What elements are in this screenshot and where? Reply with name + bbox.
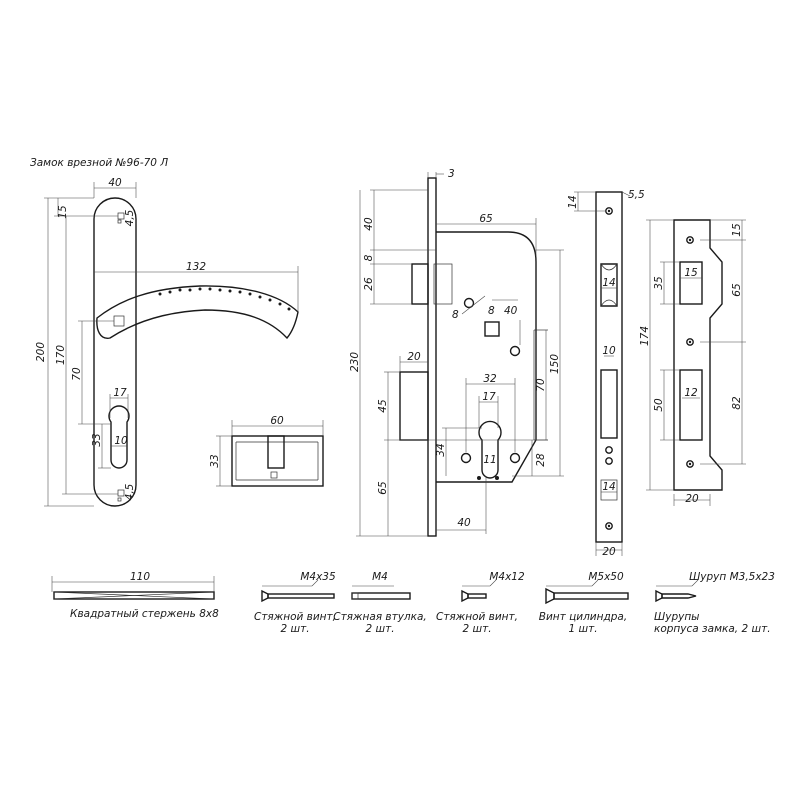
svg-text:14: 14 (567, 195, 579, 208)
svg-text:60: 60 (270, 415, 284, 427)
handle-backplate (93, 197, 137, 507)
svg-text:14: 14 (602, 481, 615, 493)
svg-text:65: 65 (479, 213, 493, 225)
svg-text:M4x12: M4x12 (489, 571, 525, 583)
svg-text:65: 65 (377, 481, 389, 495)
screw-m4x35: M4x35 Стяжной винт, 2 шт. (254, 571, 336, 635)
latch-bolt (411, 263, 429, 305)
square-spindle: 110 Квадратный стержень 8х8 (51, 571, 219, 620)
svg-text:45: 45 (377, 399, 389, 413)
svg-text:8: 8 (363, 254, 375, 261)
lever-decoration (158, 287, 291, 311)
svg-text:15: 15 (684, 267, 698, 279)
svg-text:2 шт.: 2 шт. (280, 623, 309, 635)
svg-text:35: 35 (653, 276, 665, 290)
svg-text:40: 40 (363, 217, 375, 231)
svg-text:Стяжная втулка,: Стяжная втулка, (333, 611, 427, 623)
svg-text:Стяжной винт,: Стяжной винт, (254, 611, 336, 623)
svg-text:Шурупы: Шурупы (654, 611, 699, 623)
svg-text:20: 20 (685, 493, 699, 505)
handle-keyhole (108, 405, 130, 469)
svg-text:Квадратный стержень 8х8: Квадратный стержень 8х8 (70, 608, 219, 620)
svg-text:M4: M4 (372, 571, 388, 583)
svg-text:15: 15 (57, 205, 69, 219)
svg-text:2 шт.: 2 шт. (365, 623, 394, 635)
svg-text:14: 14 (602, 277, 615, 289)
svg-text:4,5: 4,5 (124, 209, 136, 226)
svg-text:M4x35: M4x35 (300, 571, 336, 583)
svg-text:82: 82 (731, 396, 743, 410)
svg-text:10: 10 (602, 345, 616, 357)
svg-text:10: 10 (114, 435, 128, 447)
drawing-title: Замок врезной №96-70 Л (30, 157, 168, 169)
svg-text:17: 17 (482, 391, 496, 403)
svg-text:26: 26 (363, 277, 375, 291)
svg-text:28: 28 (535, 453, 547, 467)
svg-text:150: 150 (549, 354, 561, 374)
svg-text:Шуруп М3,5х23: Шуруп М3,5х23 (689, 571, 775, 583)
svg-text:40: 40 (457, 517, 471, 529)
svg-text:4,5: 4,5 (124, 483, 136, 500)
svg-text:50: 50 (653, 398, 665, 412)
lock-faceplate-front: 5,5 14 14 10 14 20 (567, 189, 645, 558)
svg-text:174: 174 (639, 326, 651, 346)
accessories: 110 Квадратный стержень 8х8 M4x35 Стяжно… (51, 571, 775, 635)
svg-text:65: 65 (731, 283, 743, 297)
svg-text:корпуса замка, 2 шт.: корпуса замка, 2 шт. (654, 623, 771, 635)
svg-text:33: 33 (91, 433, 103, 446)
lock-case (436, 231, 537, 483)
screw-m5x50: M5x50 Винт цилиндра, 1 шт. (539, 571, 629, 635)
svg-text:40: 40 (108, 177, 122, 189)
svg-text:132: 132 (186, 261, 206, 273)
cylinder-body (231, 435, 324, 487)
spindle-hole (484, 321, 500, 337)
svg-text:1 шт.: 1 шт. (568, 623, 597, 635)
svg-text:12: 12 (684, 387, 698, 399)
svg-text:8: 8 (488, 305, 495, 317)
svg-text:70: 70 (535, 378, 547, 392)
svg-text:15: 15 (731, 223, 743, 237)
svg-text:Стяжной винт,: Стяжной винт, (436, 611, 518, 623)
svg-text:M5x50: M5x50 (588, 571, 624, 583)
svg-text:110: 110 (130, 571, 150, 583)
lock-faceplate-strip (427, 177, 437, 537)
svg-text:17: 17 (113, 387, 127, 399)
svg-text:5,5: 5,5 (628, 189, 645, 201)
mortise-lock-body: 3 65 40 8 26 230 8 8 40 20 (349, 168, 564, 537)
faceplate-outline (595, 191, 623, 543)
svg-text:3: 3 (448, 168, 455, 180)
svg-text:200: 200 (35, 342, 47, 362)
strike-plate-outline (673, 219, 723, 491)
svg-text:11: 11 (483, 454, 496, 466)
svg-text:2 шт.: 2 шт. (462, 623, 491, 635)
strike-plate: 15 15 35 65 174 50 12 82 20 (639, 219, 746, 506)
cylinder: 60 33 (209, 415, 324, 487)
svg-text:230: 230 (349, 352, 361, 372)
svg-text:20: 20 (602, 546, 616, 558)
lock-cylinder-hole (478, 420, 502, 479)
sleeve-m4: M4 Стяжная втулка, 2 шт. (333, 571, 427, 635)
dead-bolt (399, 371, 429, 441)
handle-escutcheon: 40 15 4,5 132 200 170 70 17 33 (35, 177, 299, 507)
svg-text:70: 70 (71, 367, 83, 381)
svg-text:33: 33 (209, 454, 221, 467)
screw-m4x12: M4x12 Стяжной винт, 2 шт. (436, 571, 525, 635)
svg-text:170: 170 (55, 345, 67, 365)
wood-screw: Шуруп М3,5х23 Шурупы корпуса замка, 2 шт… (654, 571, 775, 635)
svg-text:32: 32 (483, 373, 497, 385)
svg-text:34: 34 (435, 443, 447, 456)
svg-text:20: 20 (407, 351, 421, 363)
handle-lever (96, 285, 299, 340)
svg-text:8: 8 (452, 309, 459, 321)
svg-text:Винт цилиндра,: Винт цилиндра, (539, 611, 627, 623)
svg-text:40: 40 (504, 305, 518, 317)
